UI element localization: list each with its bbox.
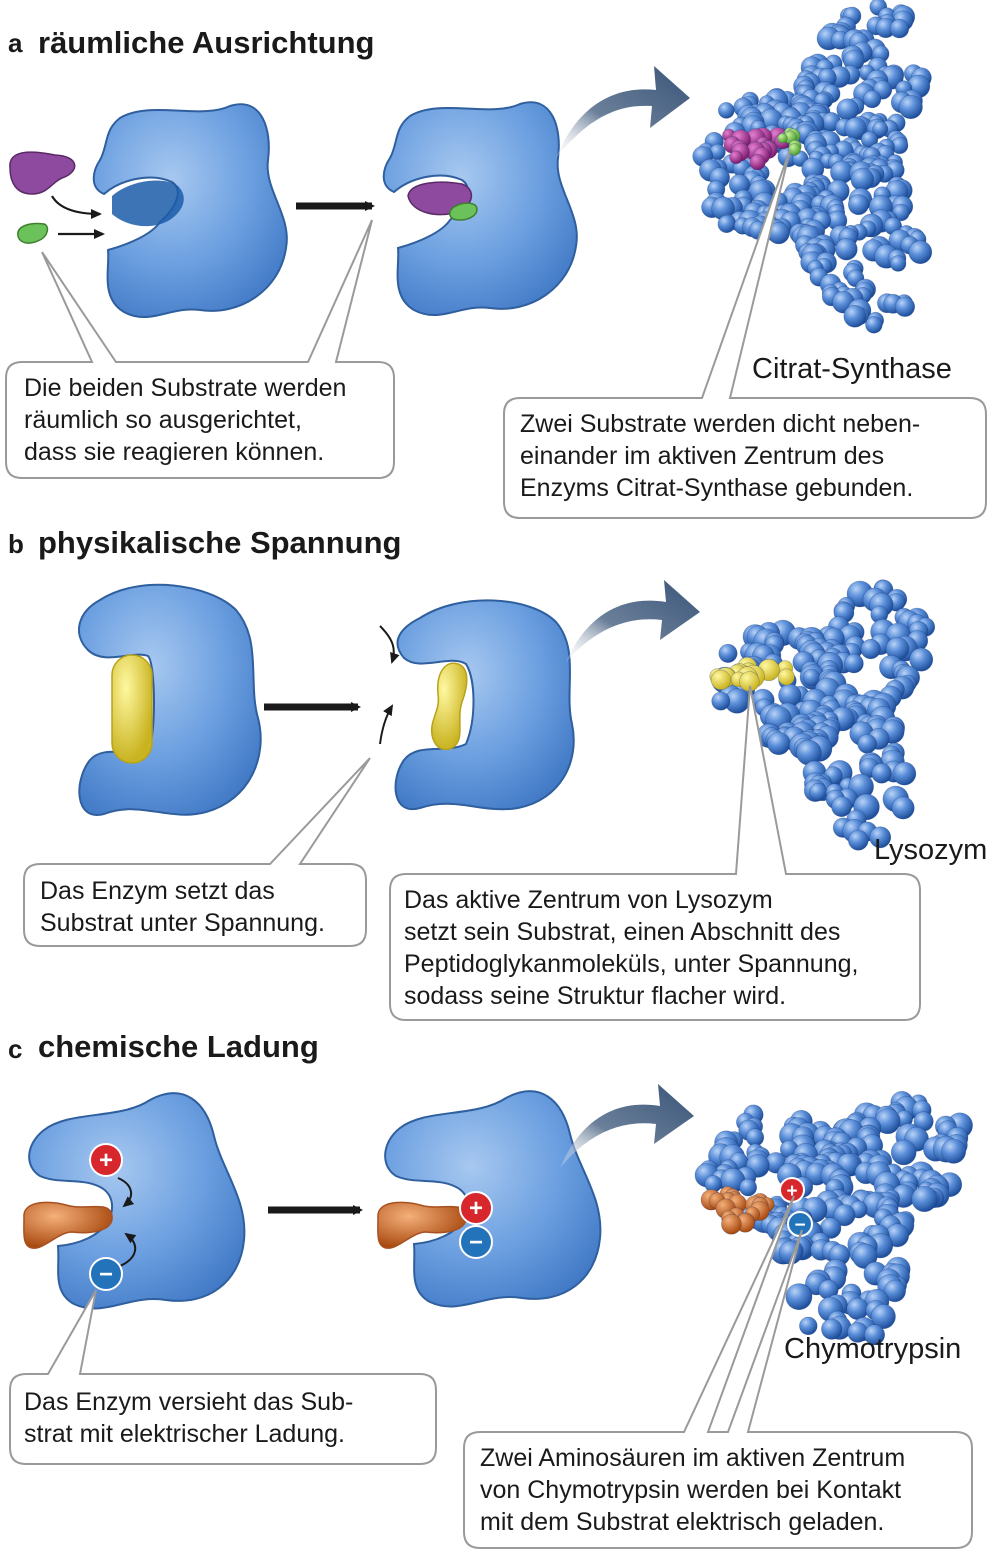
substrate-orange	[23, 1201, 113, 1249]
active-site-a1	[112, 180, 184, 227]
callout-b-left-box	[23, 757, 371, 947]
curved-arrow-b	[566, 580, 700, 662]
protein-label-c: Chymotrypsin	[784, 1333, 961, 1365]
protein-chymotrypsin	[694, 1091, 973, 1346]
bound-substrate-magenta	[722, 127, 795, 171]
protein-label-b: Lysozym	[874, 834, 987, 866]
charge-plus-c2: +	[459, 1191, 493, 1225]
bound-substrate-orange	[700, 1186, 775, 1235]
section-b-letter: b	[8, 529, 24, 559]
bound-substrate-yellow	[709, 656, 795, 692]
callout-c-left-box	[9, 1289, 437, 1465]
section-b-title: physikalische Spannung	[38, 525, 401, 560]
curved-arrow-a	[556, 66, 690, 158]
enzyme-a1	[92, 103, 288, 318]
section-a-letter: a	[8, 28, 23, 58]
svg-text:−: −	[469, 1229, 483, 1256]
curved-arrow-c	[560, 1084, 694, 1168]
callout-b-left-text: Das Enzym setzt das Substrat unter Spann…	[40, 877, 325, 937]
svg-text:+: +	[469, 1195, 483, 1222]
arrow-substrate-purple	[51, 195, 102, 219]
svg-text:−: −	[99, 1261, 113, 1288]
charge-arrow-plus	[117, 1177, 135, 1208]
callout-c-left-text: Das Enzym versieht das Sub- strat mit el…	[24, 1388, 354, 1448]
compress-arrow-bottom	[379, 704, 394, 745]
section-b: b physikalische Spannung Lysozym	[8, 525, 987, 1021]
compress-arrow-top	[379, 625, 400, 664]
callout-b-right-text: Das aktive Zentrum von Lysozym setzt sei…	[404, 886, 859, 1010]
section-a-title: räumliche Ausrichtung	[38, 25, 374, 60]
enzyme-c1	[28, 1092, 246, 1310]
callout-a-left-box	[5, 219, 395, 479]
charge-plus-c1: +	[89, 1143, 123, 1177]
protein-citrat-synthase	[692, 0, 933, 334]
charge-plus-protein: +	[779, 1177, 805, 1203]
svg-text:−: −	[794, 1215, 805, 1236]
bound-substrate-green	[777, 127, 802, 156]
callout-a-right-text: Zwei Substrate werden dicht neben- einan…	[520, 410, 921, 502]
callout-a-right-box	[503, 149, 987, 519]
enzyme-b1	[78, 583, 262, 816]
substrate-green-bound	[449, 202, 478, 221]
enzyme-b2	[394, 599, 575, 811]
charge-minus-c1: −	[89, 1257, 123, 1291]
svg-text:+: +	[99, 1147, 113, 1174]
substrate-orange-bound	[377, 1201, 467, 1249]
charge-minus-protein: −	[787, 1211, 813, 1237]
section-a: a räumliche Ausrichtung Citrat-Synthase	[5, 0, 987, 519]
substrate-purple	[9, 151, 76, 195]
svg-text:+: +	[786, 1181, 797, 1202]
enzyme-c2	[384, 1090, 602, 1308]
charge-arrow-minus	[119, 1232, 137, 1267]
callout-b-right-box	[389, 685, 921, 1021]
section-c-title: chemische Ladung	[38, 1029, 319, 1064]
enzyme-a2	[382, 101, 578, 316]
section-c: c chemische Ladung + − + −	[8, 1029, 973, 1549]
substrate-green	[17, 222, 49, 244]
substrate-yellow-strained	[430, 662, 468, 751]
protein-label-a: Citrat-Synthase	[752, 353, 952, 385]
callout-c-right-text: Zwei Aminosäuren im aktiven Zentrum von …	[480, 1444, 906, 1536]
section-c-letter: c	[8, 1034, 22, 1064]
substrate-yellow	[111, 654, 153, 764]
charge-minus-c2: −	[459, 1225, 493, 1259]
callout-a-left-text: Die beiden Substrate werden räumlich so …	[24, 374, 347, 466]
callout-c-right-box	[463, 1195, 973, 1549]
